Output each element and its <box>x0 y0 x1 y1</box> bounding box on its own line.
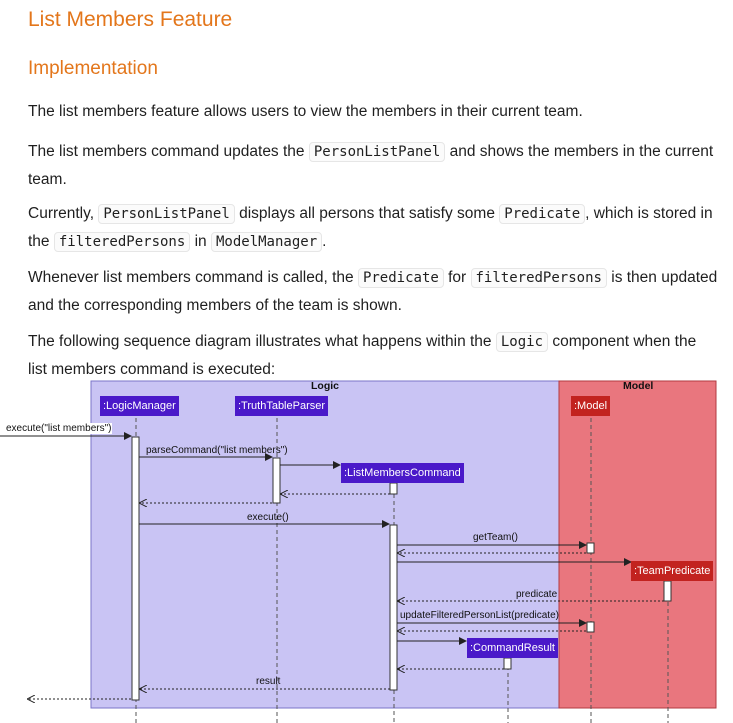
logic-frame-title: Logic <box>311 380 339 392</box>
message-execute: execute() <box>247 512 289 523</box>
inline-code: Predicate <box>357 268 444 288</box>
activation-listmembers <box>389 524 398 691</box>
participant-teampredicate: :TeamPredicate <box>631 561 714 581</box>
inline-code: filteredPersons <box>470 268 607 288</box>
page-title: List Members Feature <box>28 8 233 31</box>
paragraph-2: The list members command updates the Per… <box>28 142 714 188</box>
activation-model-2 <box>586 621 595 633</box>
paragraph-4: Whenever list members command is called,… <box>28 268 718 314</box>
model-frame-title: Model <box>623 380 654 392</box>
message-execute-list: execute("list members") <box>5 423 113 434</box>
message-predicate: predicate <box>516 589 558 600</box>
participant-truthtableparser: :TruthTableParser <box>235 396 329 416</box>
sequence-diagram: Logic Model :LogicManager :TruthTablePar… <box>0 379 733 723</box>
section-heading: Implementation <box>28 58 158 79</box>
activation-commandresult <box>503 657 512 670</box>
activation-listmembers-init <box>389 482 398 495</box>
inline-code: PersonListPanel <box>308 142 446 162</box>
paragraph-3: Currently, PersonListPanel displays all … <box>28 204 713 252</box>
inline-code: Predicate <box>499 204 586 224</box>
participant-commandresult: :CommandResult <box>467 638 558 658</box>
inline-code: PersonListPanel <box>98 204 235 224</box>
participant-listmemberscommand: :ListMembersCommand <box>341 463 464 483</box>
inline-code: ModelManager <box>210 232 323 252</box>
activation-logicmanager <box>131 436 140 701</box>
inline-code: filteredPersons <box>53 232 191 252</box>
paragraph-5: The following sequence diagram illustrat… <box>28 332 697 378</box>
message-parse-command: parseCommand("list members") <box>146 445 288 456</box>
activation-model-1 <box>586 542 595 554</box>
participant-model: :Model <box>571 396 611 416</box>
message-update-filtered: updateFilteredPersonList(predicate) <box>400 610 559 621</box>
participant-logicmanager: :LogicManager <box>100 396 179 416</box>
inline-code: Logic <box>495 332 549 352</box>
paragraph-1: The list members feature allows users to… <box>28 103 583 120</box>
activation-teampredicate <box>663 580 672 602</box>
activation-parser <box>272 457 281 504</box>
message-result: result <box>256 676 281 687</box>
message-get-team: getTeam() <box>473 532 519 543</box>
